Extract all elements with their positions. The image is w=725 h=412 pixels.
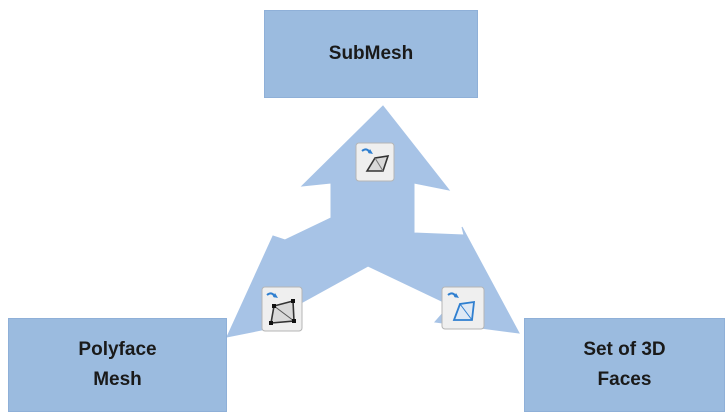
icon-edge bbox=[459, 303, 473, 321]
icon-edge bbox=[273, 305, 295, 322]
icon-arrowhead bbox=[273, 293, 278, 298]
polyface-mesh-label: Polyface Mesh bbox=[78, 335, 156, 395]
icon-face bbox=[365, 155, 390, 172]
set-of-3d-faces-label: Set of 3D Faces bbox=[583, 335, 665, 395]
icon-grip bbox=[292, 319, 296, 323]
polyface-mesh-label-line1: Polyface bbox=[78, 339, 157, 360]
set-of-3d-faces-label-line1: Set of 3D bbox=[583, 339, 666, 360]
icon-edge bbox=[374, 157, 384, 172]
submesh-label: SubMesh bbox=[328, 43, 414, 64]
set-of-3d-faces-label-line2: Faces bbox=[597, 369, 652, 390]
convert-to-3d-faces-icon[interactable] bbox=[441, 286, 485, 330]
icon-grip bbox=[272, 304, 276, 308]
polyface-mesh-label-line2: Mesh bbox=[93, 369, 142, 390]
icon-grip bbox=[269, 321, 273, 325]
submesh-node: SubMesh bbox=[264, 10, 478, 98]
icon-grip bbox=[291, 299, 295, 303]
convert-to-polyface-icon[interactable] bbox=[261, 286, 303, 332]
icon-arrowhead bbox=[368, 149, 373, 154]
three-way-arrow bbox=[226, 105, 520, 338]
set-of-3d-faces-node: Set of 3D Faces bbox=[524, 318, 725, 412]
polyface-mesh-node: Polyface Mesh bbox=[8, 318, 227, 412]
icon-arrowhead bbox=[454, 293, 459, 298]
convert-to-submesh-icon[interactable] bbox=[355, 142, 395, 182]
